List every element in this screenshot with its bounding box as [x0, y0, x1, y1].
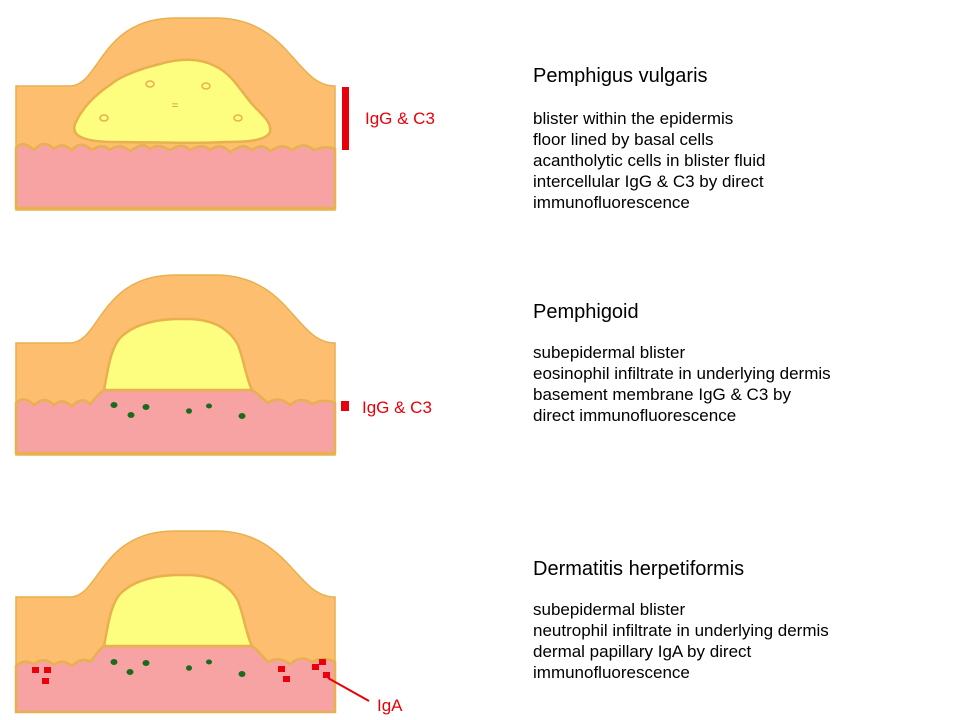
panel-line: basement membrane IgG & C3 by: [533, 385, 791, 404]
dermis-layer: [14, 644, 337, 714]
acantholytic-cell: [201, 82, 211, 90]
panel-title: Pemphigus vulgaris: [533, 65, 708, 87]
neutrophil-cell: [142, 660, 150, 666]
eosinophil-cell: [186, 408, 192, 414]
iga-deposit: [32, 667, 39, 673]
basement-membrane-staining-marker: [341, 401, 349, 411]
marker-label: IgG & C3: [362, 398, 432, 417]
marker-label: IgA: [377, 696, 403, 715]
acantholytic-cell: =: [172, 100, 178, 112]
neutrophil-cell: [206, 659, 212, 665]
marker-label: IgG & C3: [365, 109, 435, 128]
panel-line: subepidermal blister: [533, 600, 685, 619]
panel-title: Dermatitis herpetiformis: [533, 558, 744, 580]
intercellular-staining-bar: [342, 87, 349, 150]
eosinophil-cell: [142, 404, 150, 410]
panel-line: acantholytic cells in blister fluid: [533, 151, 765, 170]
acantholytic-cell: [145, 80, 155, 88]
panel-line: floor lined by basal cells: [533, 130, 713, 149]
panel-dermatitis-herpetiformis: IgA Dermatitis herpetiformis subepiderma…: [14, 530, 829, 715]
eosinophil-cell: [127, 412, 135, 418]
neutrophil-cell: [110, 659, 118, 665]
panel-line: intercellular IgG & C3 by direct: [533, 172, 764, 191]
eosinophil-cell: [238, 413, 246, 419]
subepidermal-blister: [102, 573, 255, 648]
iga-deposit: [283, 676, 290, 682]
intraepidermal-blister: [73, 58, 272, 145]
iga-deposit: [323, 672, 330, 678]
dermis-layer: [14, 142, 337, 210]
iga-deposit: [42, 678, 49, 684]
neutrophil-cell: [126, 669, 134, 675]
panel-line: immunofluorescence: [533, 193, 690, 212]
panel-pemphigus-vulgaris: = IgG & C3 Pemphigus vulgaris blister wi…: [14, 17, 765, 212]
panel-pemphigoid: IgG & C3 Pemphigoid subepidermal blister…: [14, 274, 831, 456]
iga-deposit: [319, 659, 326, 665]
iga-deposit: [44, 667, 51, 673]
subepidermal-blister: [102, 317, 255, 392]
dermis-layer: [14, 388, 337, 455]
iga-pointer-line: [327, 677, 370, 702]
panel-line: neutrophil infiltrate in underlying derm…: [533, 621, 829, 640]
iga-deposit: [312, 664, 319, 670]
panel-line: dermal papillary IgA by direct: [533, 642, 752, 661]
panel-line: immunofluorescence: [533, 663, 690, 682]
panel-line: subepidermal blister: [533, 343, 685, 362]
eosinophil-cell: [206, 403, 212, 409]
panel-line: blister within the epidermis: [533, 109, 733, 128]
iga-deposit: [278, 666, 285, 672]
eosinophil-cell: [110, 402, 118, 408]
acantholytic-cell: [99, 114, 109, 122]
panel-line: direct immunofluorescence: [533, 406, 736, 425]
panel-line: eosinophil infiltrate in underlying derm…: [533, 364, 831, 383]
panel-title: Pemphigoid: [533, 301, 639, 323]
neutrophil-cell: [186, 665, 192, 671]
neutrophil-cell: [238, 671, 246, 677]
acantholytic-cell: [233, 114, 243, 122]
